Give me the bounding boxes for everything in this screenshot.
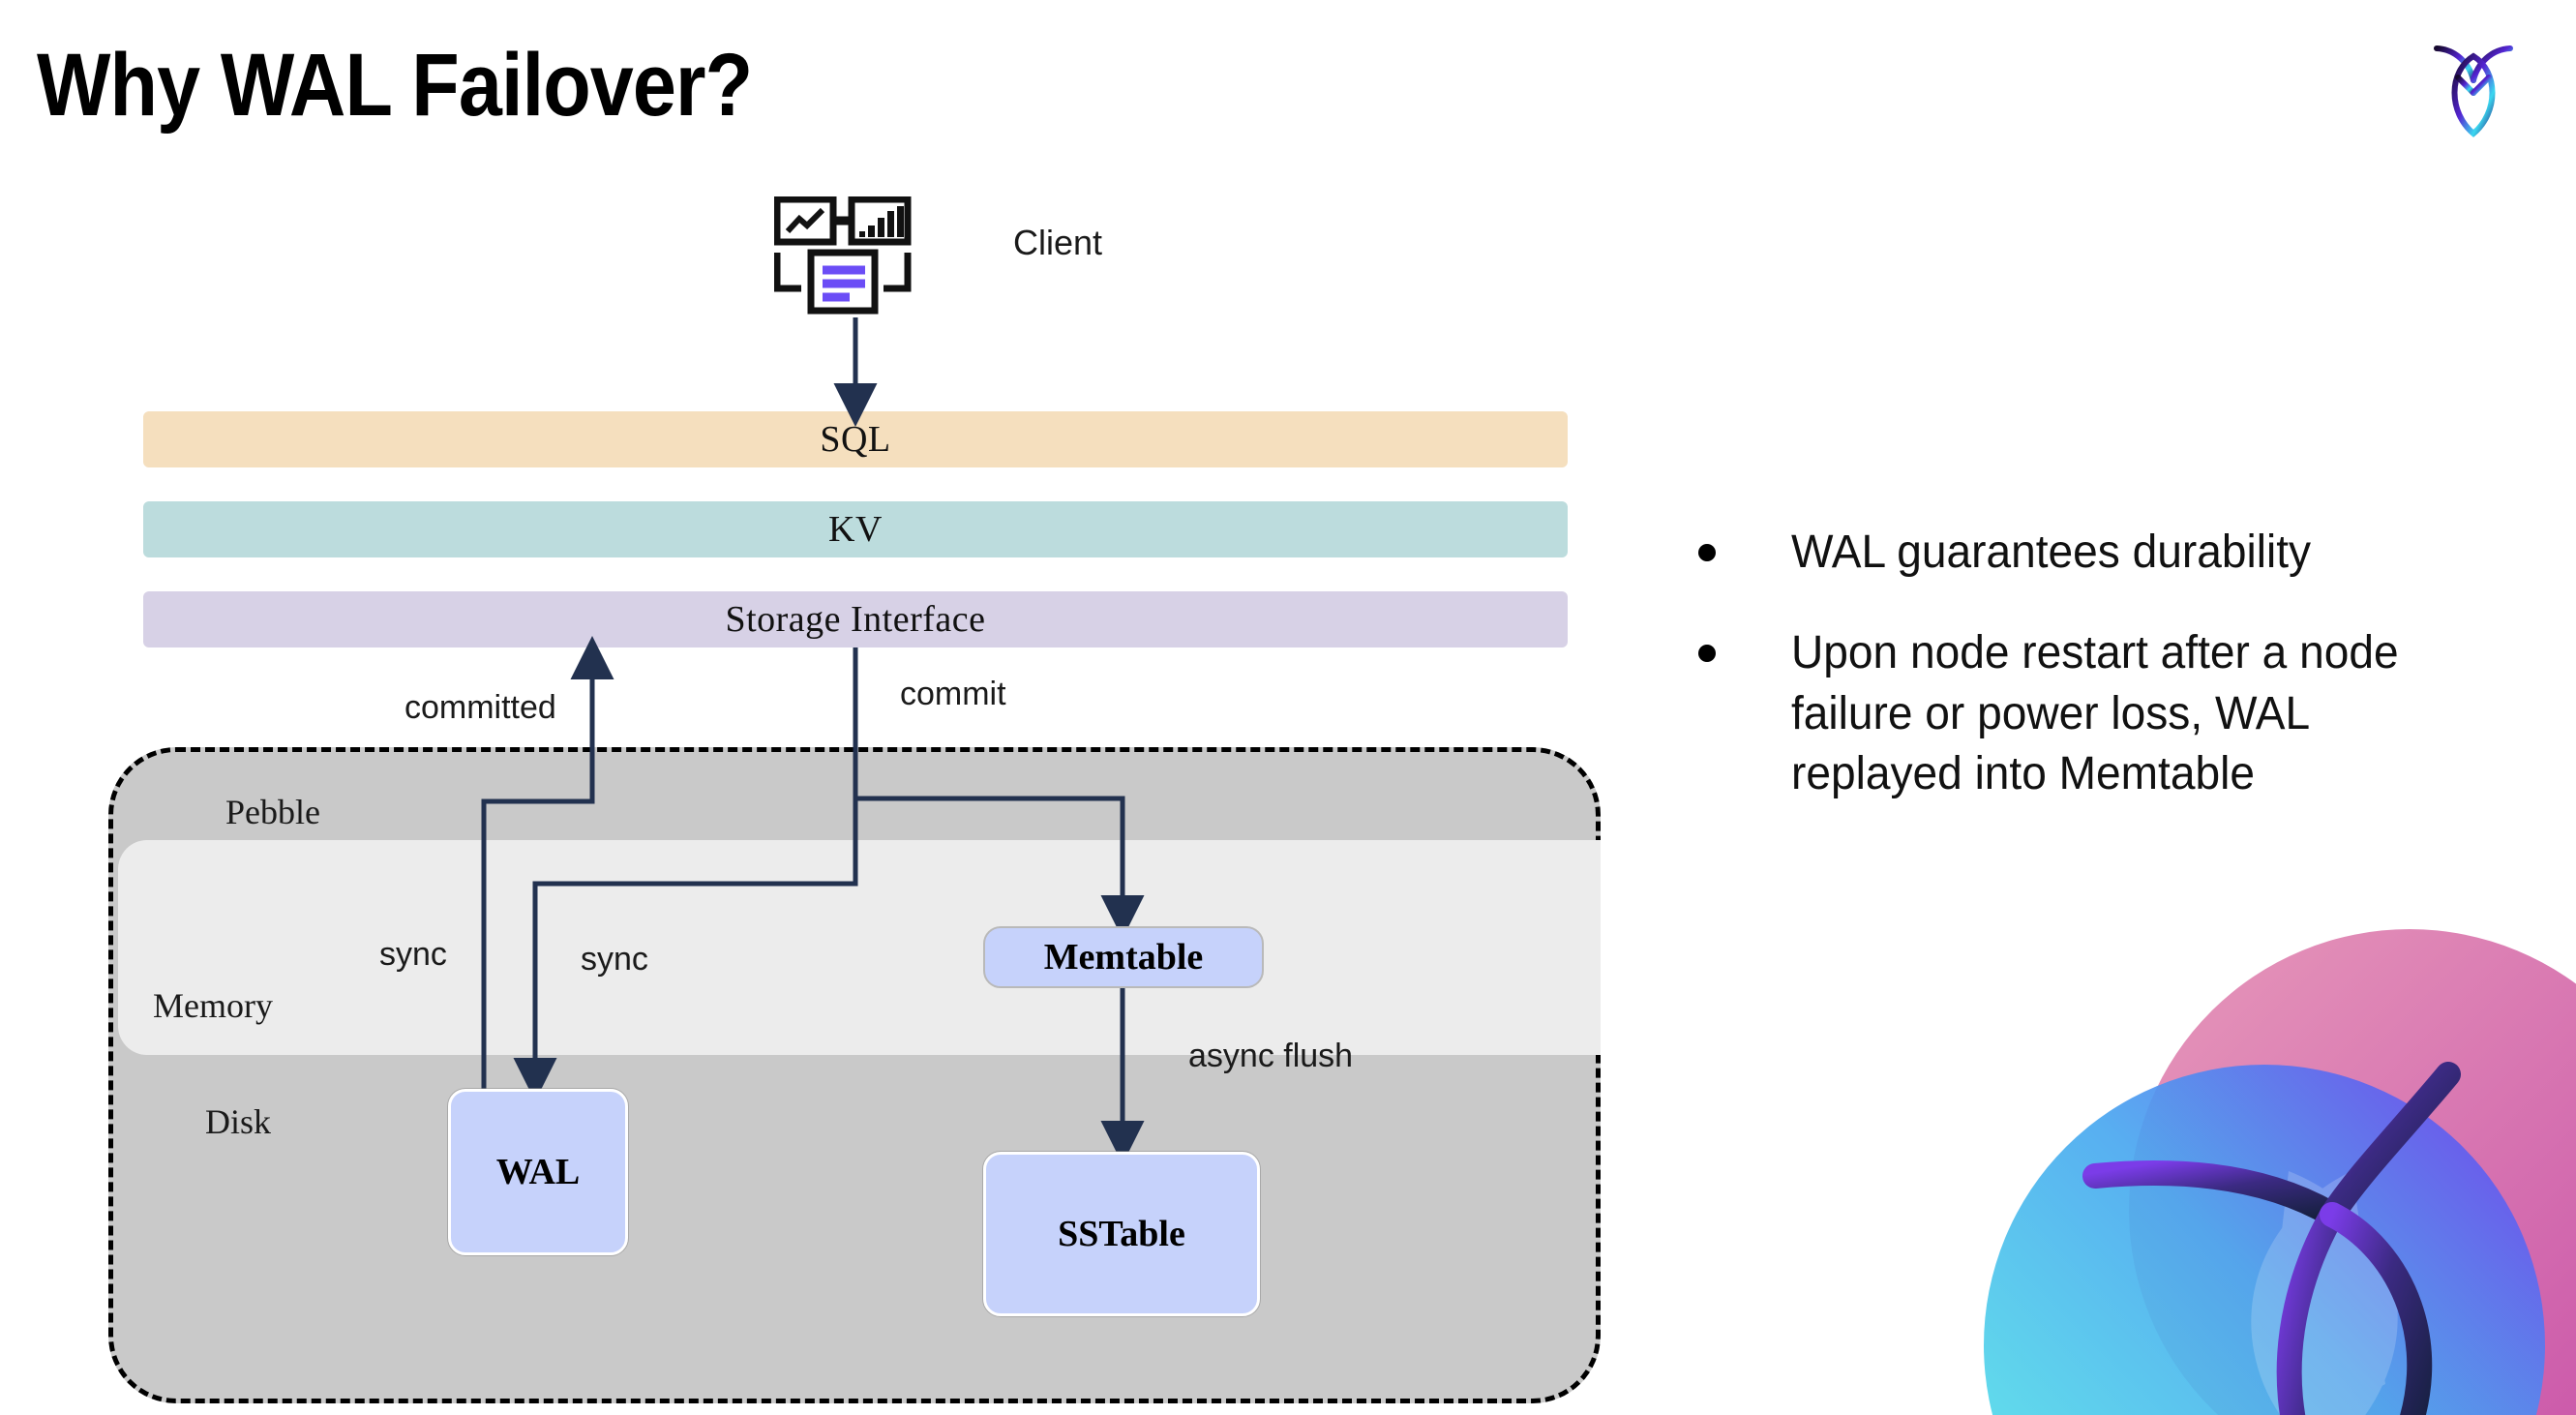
notes-bullet-list: WAL guarantees durability Upon node rest… xyxy=(1698,523,2511,846)
list-item: Upon node restart after a node failure o… xyxy=(1698,623,2511,804)
layer-sql-label: SQL xyxy=(820,419,891,460)
layer-kv-label: KV xyxy=(828,509,883,550)
node-wal[interactable]: WAL xyxy=(448,1089,628,1255)
client-monitor-icon xyxy=(773,196,929,317)
flow-label-commit: commit xyxy=(900,676,1006,712)
node-sstable[interactable]: SSTable xyxy=(983,1152,1260,1316)
layer-sql[interactable]: SQL xyxy=(143,411,1568,467)
bullet-dot-icon xyxy=(1698,645,1716,663)
layer-kv[interactable]: KV xyxy=(143,501,1568,557)
memory-region xyxy=(118,840,1601,1055)
flow-label-sync-right: sync xyxy=(581,941,648,978)
disk-label: Disk xyxy=(205,1102,272,1141)
bullet-dot-icon xyxy=(1698,544,1716,561)
list-item: WAL guarantees durability xyxy=(1698,523,2511,583)
flow-label-sync-left: sync xyxy=(379,936,447,973)
memory-label: Memory xyxy=(153,986,273,1025)
layer-storage-interface-label: Storage Interface xyxy=(725,599,986,640)
bullet-text: WAL guarantees durability xyxy=(1791,527,2312,578)
layer-storage-interface[interactable]: Storage Interface xyxy=(143,591,1568,647)
flow-label-committed: committed xyxy=(404,689,556,726)
cockroachdb-logo xyxy=(2415,27,2531,143)
page-title: Why WAL Failover? xyxy=(37,36,753,135)
bullet-text: Upon node restart after a node failure o… xyxy=(1791,627,2399,800)
node-wal-label: WAL xyxy=(495,1152,581,1192)
flow-label-async-flush: async flush xyxy=(1188,1038,1354,1074)
node-sstable-label: SSTable xyxy=(1058,1214,1185,1254)
decorative-logo-artwork xyxy=(1945,929,2576,1415)
client-label: Client xyxy=(1013,223,1103,262)
node-memtable[interactable]: Memtable xyxy=(983,926,1264,988)
pebble-label: Pebble xyxy=(225,793,320,831)
node-memtable-label: Memtable xyxy=(1043,937,1204,978)
